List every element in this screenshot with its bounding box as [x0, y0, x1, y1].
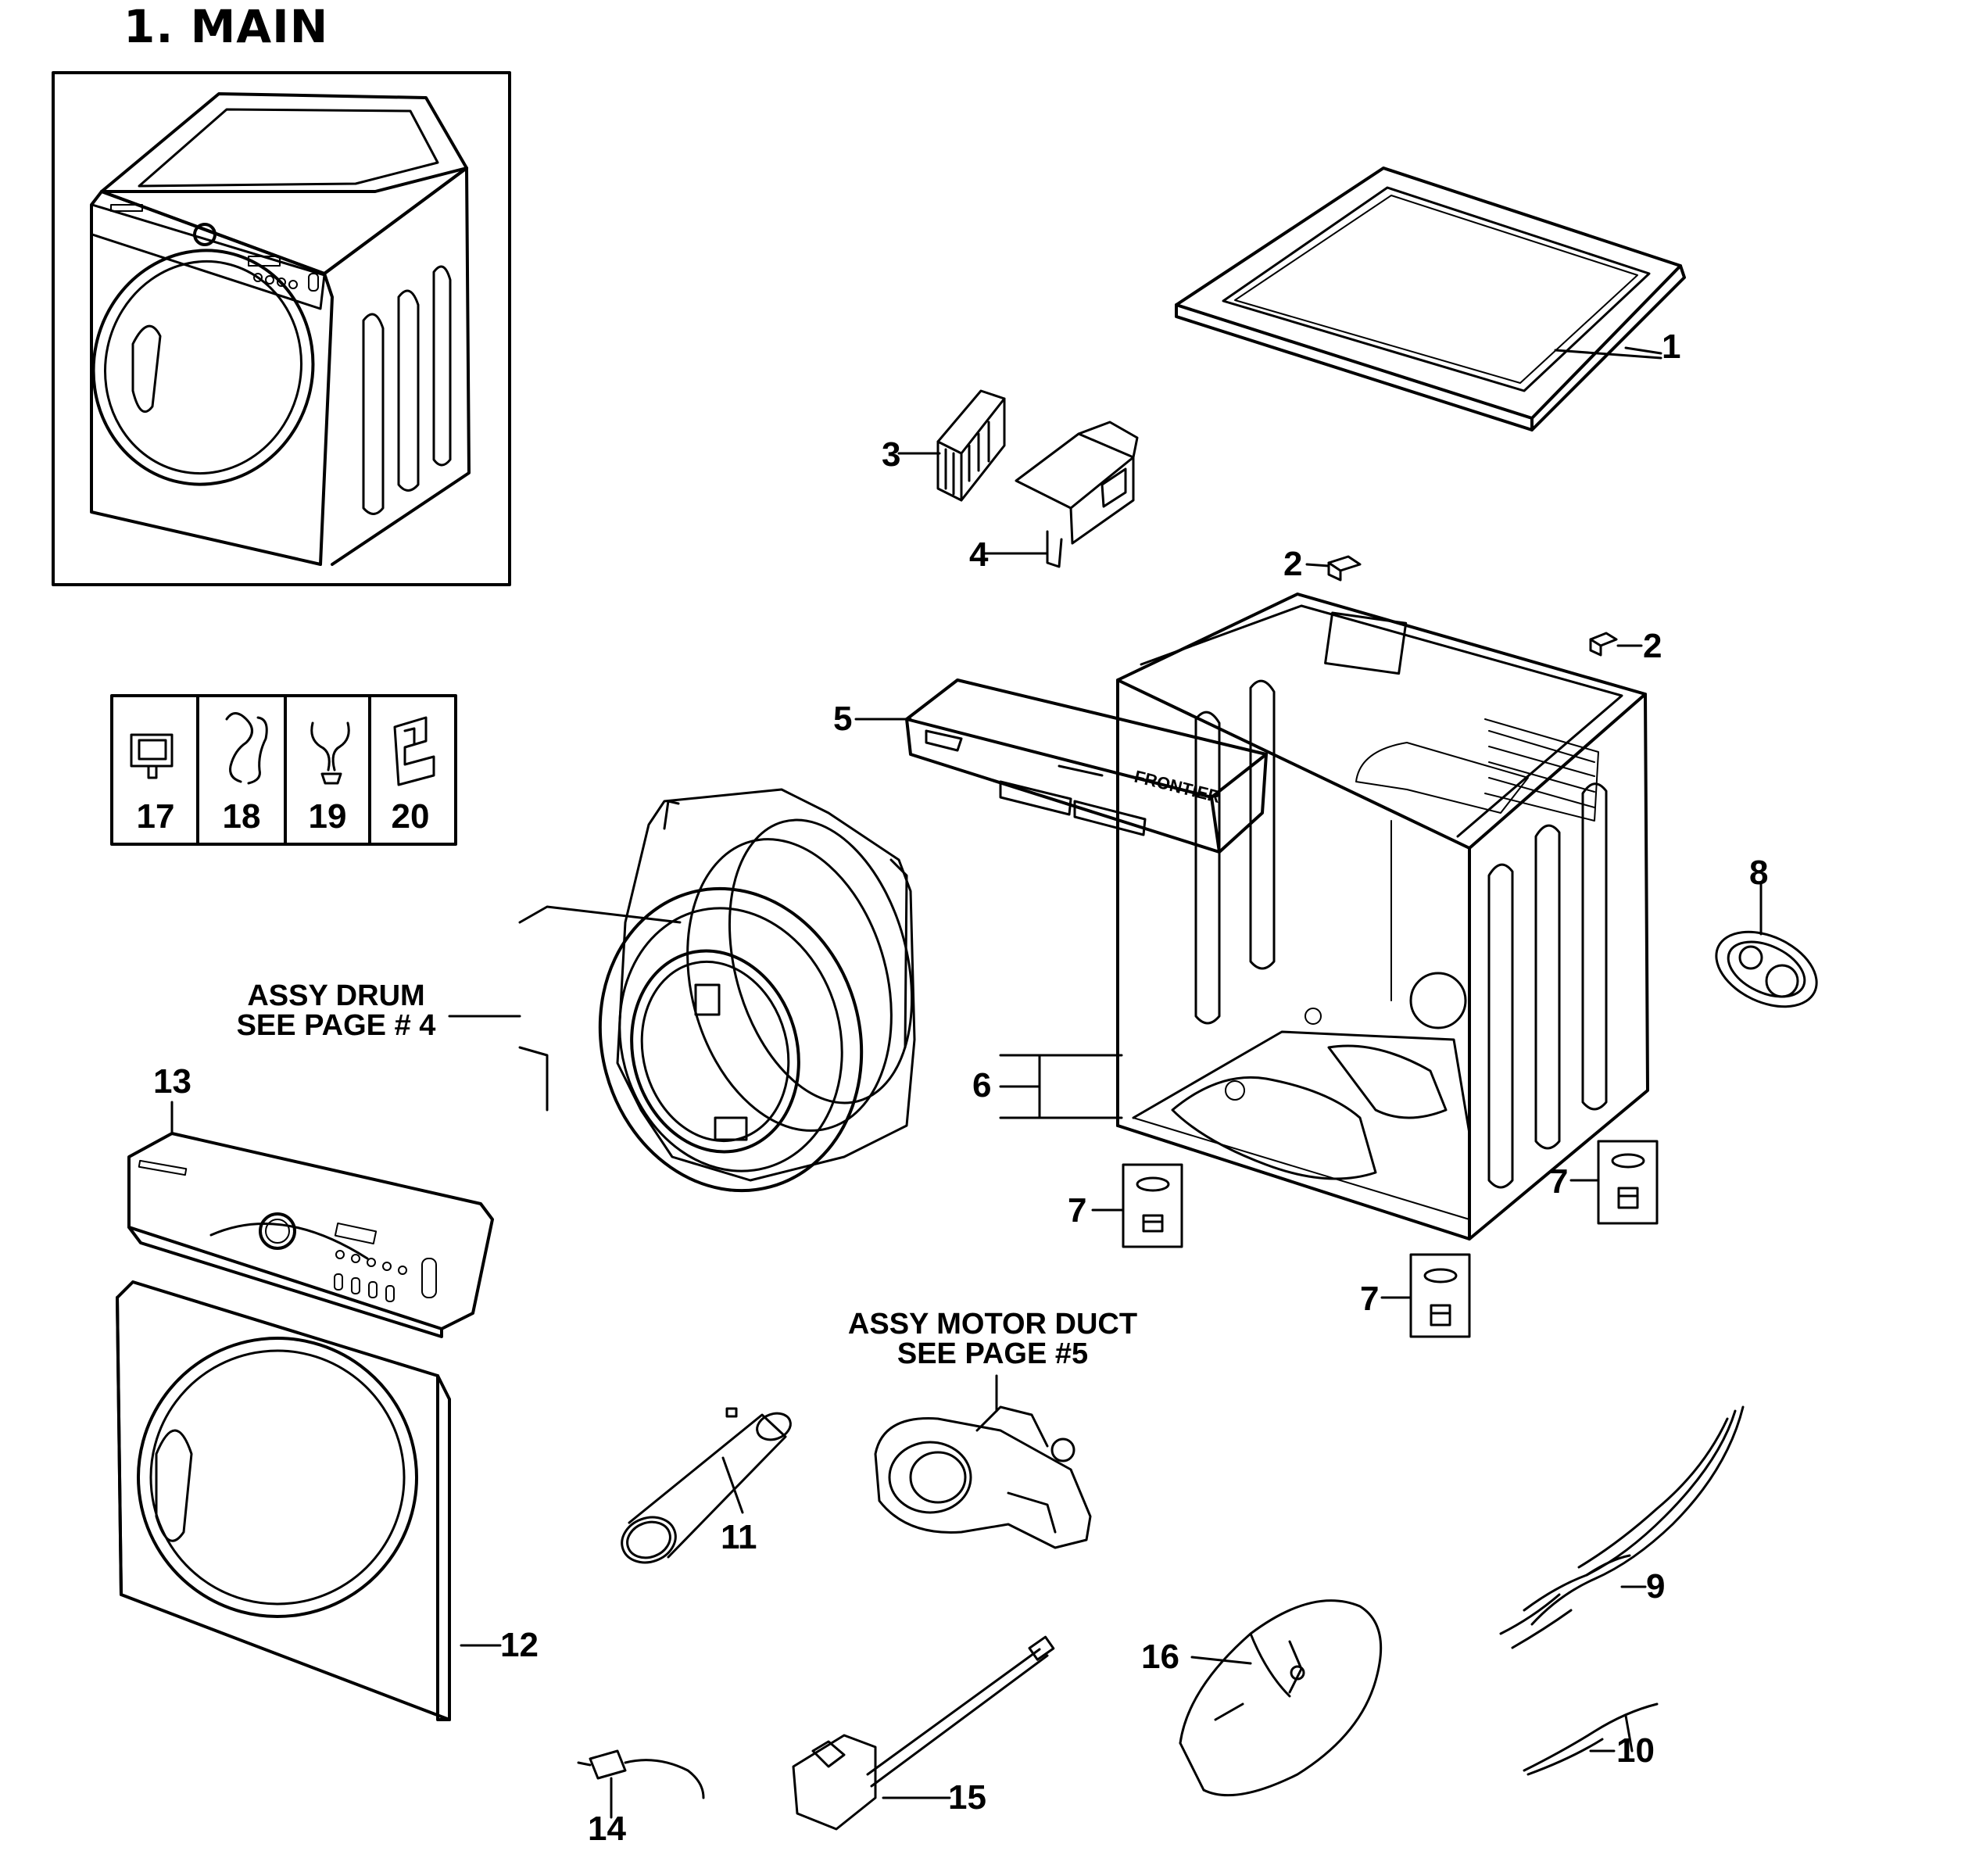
callout-1: 1	[1662, 328, 1681, 366]
drum-note-line2: SEE PAGE # 4	[236, 1009, 436, 1042]
callout-3: 3	[882, 435, 901, 474]
clip-18	[225, 712, 268, 785]
motor-note-line2: SEE PAGE #5	[897, 1337, 1089, 1370]
control-panel-part	[127, 1101, 494, 1338]
frontier-panel-label: FRONTIER	[1133, 767, 1222, 807]
callout-4: 4	[969, 535, 989, 574]
callout-9: 9	[1646, 1567, 1666, 1606]
exhaust-duct-part	[621, 1407, 792, 1564]
callout-12: 12	[500, 1626, 539, 1664]
clip-2-top	[1305, 555, 1362, 582]
callout-13: 13	[153, 1062, 191, 1101]
clip-label-17: 17	[136, 797, 175, 836]
callout-10: 10	[1616, 1731, 1655, 1770]
power-cord-part	[577, 1749, 705, 1819]
heater-housing-part	[1179, 1599, 1383, 1797]
callout-2-top: 2	[1283, 545, 1303, 583]
drum-assembly	[518, 788, 916, 1193]
drum-assembly-note: ASSY DRUM SEE PAGE # 4	[219, 981, 453, 1040]
exhaust-cover-part	[1715, 882, 1818, 1008]
motor-duct-assembly	[874, 1374, 1092, 1549]
filter-housing-bracket	[982, 421, 1139, 568]
clip-parts-box	[110, 694, 457, 846]
clip-17	[130, 733, 174, 779]
leveling-foot-right	[1569, 1140, 1659, 1225]
clip-19	[310, 721, 350, 785]
callout-7-left: 7	[1068, 1191, 1087, 1230]
clip-label-18: 18	[222, 797, 261, 836]
leader-lines	[448, 346, 1662, 1119]
callout-8: 8	[1749, 854, 1769, 892]
motor-note-line1: ASSY MOTOR DUCT	[847, 1308, 1138, 1341]
leveling-foot-bottom	[1380, 1253, 1471, 1338]
clip-20	[393, 716, 435, 786]
callout-5: 5	[833, 700, 853, 738]
callout-7-right: 7	[1549, 1162, 1569, 1201]
callout-2-right: 2	[1643, 627, 1662, 665]
lint-filter-part	[897, 389, 1006, 502]
small-harness-part	[1523, 1702, 1659, 1776]
clip-2-right	[1589, 632, 1643, 657]
callout-6: 6	[972, 1066, 992, 1104]
callout-11: 11	[721, 1518, 757, 1556]
clip-label-20: 20	[391, 797, 430, 836]
cabinet-part	[1116, 593, 1649, 1241]
page-title: 1. MAIN	[123, 0, 329, 53]
frontier-panel-part: FRONTIER	[905, 678, 1268, 854]
assembled-dryer-inset	[52, 71, 511, 586]
drum-note-line1: ASSY DRUM	[247, 979, 425, 1012]
leveling-foot-left	[1091, 1163, 1183, 1248]
callout-15: 15	[948, 1778, 986, 1817]
callout-14: 14	[588, 1810, 626, 1848]
gas-valve-part	[792, 1635, 1055, 1831]
callout-7-bottom: 7	[1360, 1280, 1380, 1318]
front-panel-part	[116, 1280, 502, 1721]
motor-duct-note: ASSY MOTOR DUCT SEE PAGE #5	[821, 1309, 1165, 1369]
callout-16: 16	[1141, 1638, 1179, 1676]
top-cover-part	[1175, 166, 1686, 431]
clip-label-19: 19	[308, 797, 347, 836]
wire-harness-part	[1499, 1405, 1745, 1649]
